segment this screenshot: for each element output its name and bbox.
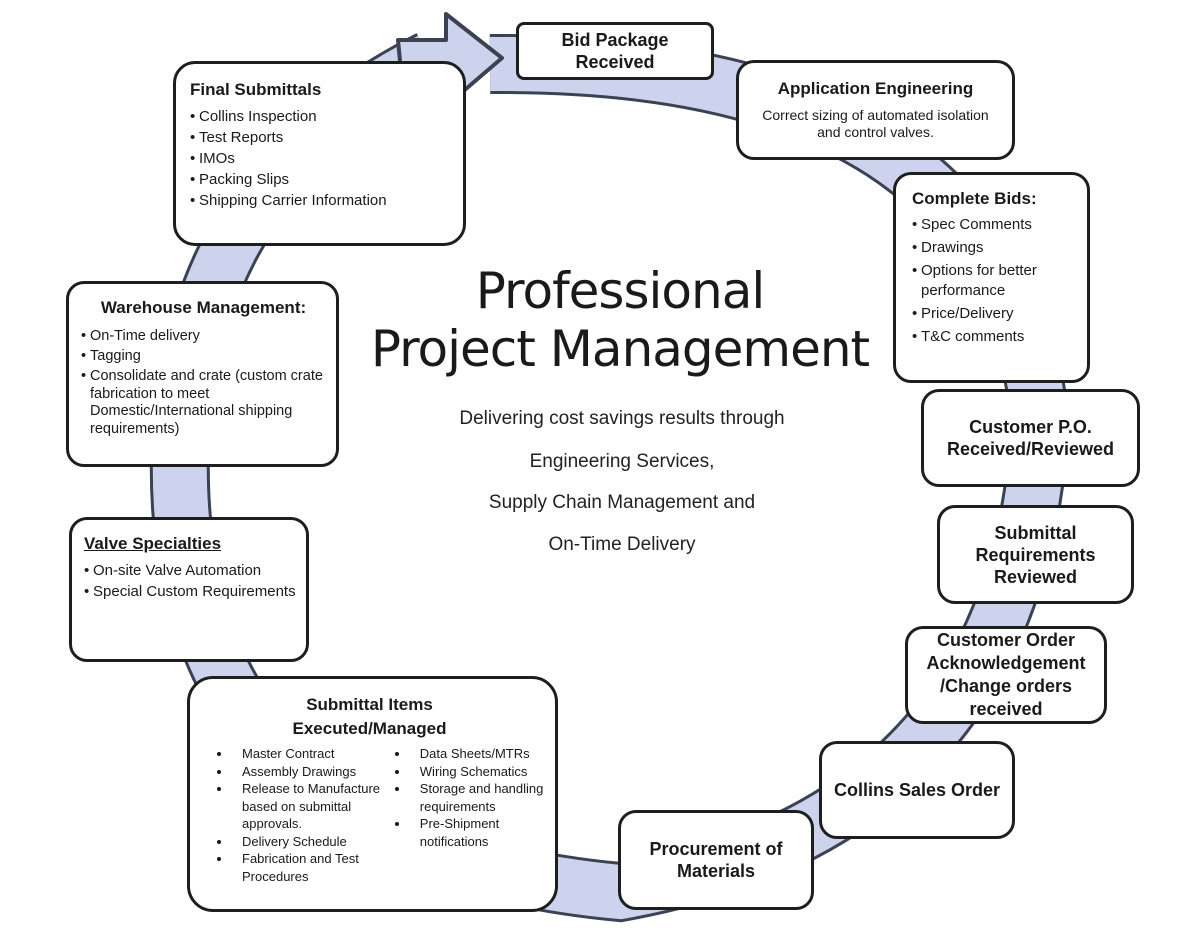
list-item: •IMOs xyxy=(190,150,235,167)
list-item: Assembly Drawings xyxy=(232,763,390,781)
list-item: Data Sheets/MTRs xyxy=(410,745,549,763)
valve-specialties-list: •On-site Valve Automation •Special Custo… xyxy=(84,560,296,602)
subtitle-line-4: On-Time Delivery xyxy=(548,534,696,555)
main-title: Professional Project Management xyxy=(370,262,870,378)
list-item: •T&C comments xyxy=(912,328,1025,345)
valve-specialties-title: Valve Specialties xyxy=(84,534,222,553)
list-item: Pre-Shipment notifications xyxy=(410,815,549,850)
list-item: •Special Custom Requirements xyxy=(84,583,296,600)
complete-bids-title: Complete Bids: xyxy=(912,189,1037,208)
list-item: •Tagging xyxy=(81,348,141,364)
final-submittals-list: •Collins Inspection •Test Reports •IMOs … xyxy=(190,106,453,211)
submittal-items-right-list: Data Sheets/MTRs Wiring Schematics Stora… xyxy=(390,745,549,885)
node-complete-bids: Complete Bids: •Spec Comments •Drawings … xyxy=(893,172,1090,383)
list-item: •Consolidate and crate (custom crate fab… xyxy=(81,368,323,437)
list-item: •Packing Slips xyxy=(190,171,290,188)
node-valve-specialties: Valve Specialties •On-site Valve Automat… xyxy=(69,517,309,662)
complete-bids-list: •Spec Comments •Drawings •Options for be… xyxy=(912,215,1073,347)
application-engineering-title: Application Engineering xyxy=(777,79,974,98)
node-procurement: Procurement of Materials xyxy=(618,810,814,910)
application-engineering-text: Correct sizing of automated isolation an… xyxy=(762,107,989,140)
list-item: •Collins Inspection xyxy=(190,108,317,125)
warehouse-list: •On-Time delivery •Tagging •Consolidate … xyxy=(81,326,326,438)
list-item: •On-site Valve Automation xyxy=(84,562,262,579)
list-item: Fabrication and Test Procedures xyxy=(232,850,390,885)
subtitle-line-2: Engineering Services, xyxy=(529,451,715,472)
final-submittals-title: Final Submittals xyxy=(190,80,322,99)
submittal-items-title: Submittal Items Executed/Managed xyxy=(292,695,447,738)
list-item: •Test Reports xyxy=(190,129,284,146)
node-submittal-requirements: Submittal Requirements Reviewed xyxy=(937,505,1134,604)
list-item: Release to Manufacture based on submitta… xyxy=(232,780,390,833)
warehouse-title: Warehouse Management: xyxy=(100,298,307,317)
list-item: •Price/Delivery xyxy=(912,305,1014,322)
list-item: Storage and handling requirements xyxy=(410,780,549,815)
node-customer-po: Customer P.O. Received/Reviewed xyxy=(921,389,1140,487)
list-item: •Options for better performance xyxy=(912,262,1037,299)
list-item: •Spec Comments xyxy=(912,216,1032,233)
node-final-submittals: Final Submittals •Collins Inspection •Te… xyxy=(173,61,466,246)
subtitle-line-3: Supply Chain Management and xyxy=(488,492,756,513)
node-submittal-items: Submittal Items Executed/Managed Master … xyxy=(187,676,558,912)
node-collins-sales-order: Collins Sales Order xyxy=(819,741,1015,839)
subtitle-line-1: Delivering cost savings results through xyxy=(459,408,785,429)
list-item: •Drawings xyxy=(912,239,984,256)
node-application-engineering: Application Engineering Correct sizing o… xyxy=(736,60,1015,160)
node-warehouse-management: Warehouse Management: •On-Time delivery … xyxy=(66,281,339,467)
node-bid-package: Bid Package Received xyxy=(516,22,714,80)
list-item: •Shipping Carrier Information xyxy=(190,192,387,209)
list-item: Wiring Schematics xyxy=(410,763,549,781)
submittal-items-left-list: Master Contract Assembly Drawings Releas… xyxy=(190,745,390,885)
node-customer-order-acknowledgement: Customer Order Acknowledgement /Change o… xyxy=(905,626,1107,724)
list-item: Delivery Schedule xyxy=(232,833,390,851)
list-item: Master Contract xyxy=(232,745,390,763)
list-item: •On-Time delivery xyxy=(81,328,200,344)
